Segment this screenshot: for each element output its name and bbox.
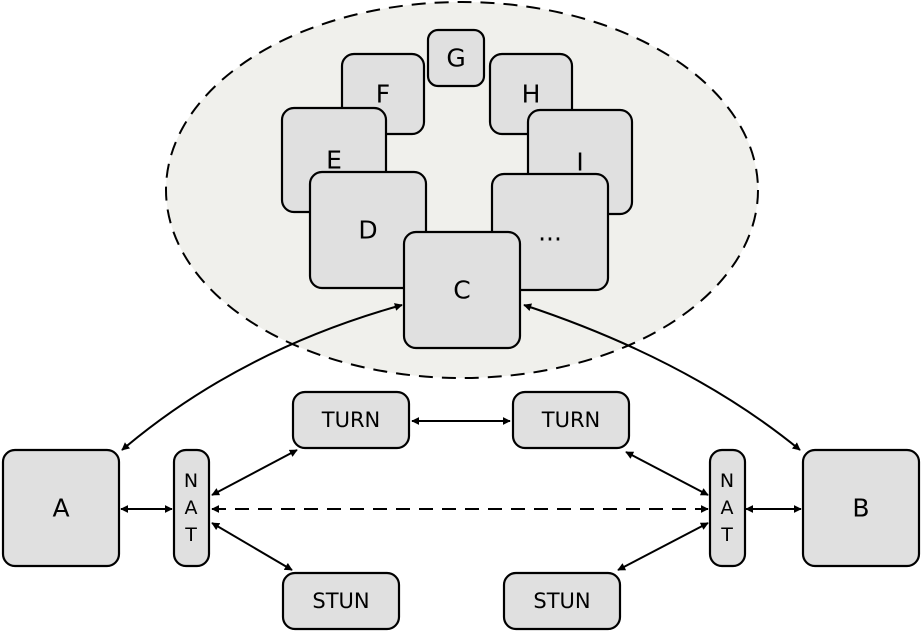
edge-turn-nat-right xyxy=(625,451,709,496)
nat-left-letter: A xyxy=(185,497,198,519)
turn-right-label: TURN xyxy=(541,408,601,432)
node-b: B xyxy=(801,448,921,568)
nat-right-letter: N xyxy=(720,470,734,492)
turn-left-label: TURN xyxy=(321,408,381,432)
nat-left-letter: T xyxy=(184,524,197,546)
node-more-label: ... xyxy=(538,218,562,247)
node-g-label: G xyxy=(446,44,465,73)
nat-right-letter: T xyxy=(720,524,733,546)
node-h-label: H xyxy=(522,80,541,109)
node-c-label: C xyxy=(453,276,470,305)
node-b-label: B xyxy=(852,494,869,523)
stun-server-right: STUN xyxy=(502,571,622,631)
node-i-label: I xyxy=(576,148,583,177)
edge-nat-turn-left xyxy=(211,449,298,496)
node-a-label: A xyxy=(52,494,69,523)
edge-nat-stun-left xyxy=(211,522,293,571)
edge-stun-nat-right xyxy=(617,522,709,571)
node-c: C xyxy=(402,230,522,350)
node-g: G xyxy=(426,28,486,88)
edge-a-c xyxy=(121,303,403,451)
node-e-label: E xyxy=(326,146,342,175)
node-a: A xyxy=(1,448,121,568)
turn-server-right: TURN xyxy=(511,390,631,450)
stun-server-left: STUN xyxy=(281,571,401,631)
edge-b-c xyxy=(523,303,801,451)
nat-right-letter: A xyxy=(721,497,734,519)
stun-left-label: STUN xyxy=(312,589,369,613)
node-d: D xyxy=(308,170,428,290)
nat-left: N A T xyxy=(172,448,211,568)
node-f-label: F xyxy=(376,80,390,109)
turn-server-left: TURN xyxy=(291,390,411,450)
nat-left-letter: N xyxy=(184,470,198,492)
node-d-label: D xyxy=(358,216,377,245)
stun-right-label: STUN xyxy=(533,589,590,613)
nat-right: N A T xyxy=(708,448,747,568)
